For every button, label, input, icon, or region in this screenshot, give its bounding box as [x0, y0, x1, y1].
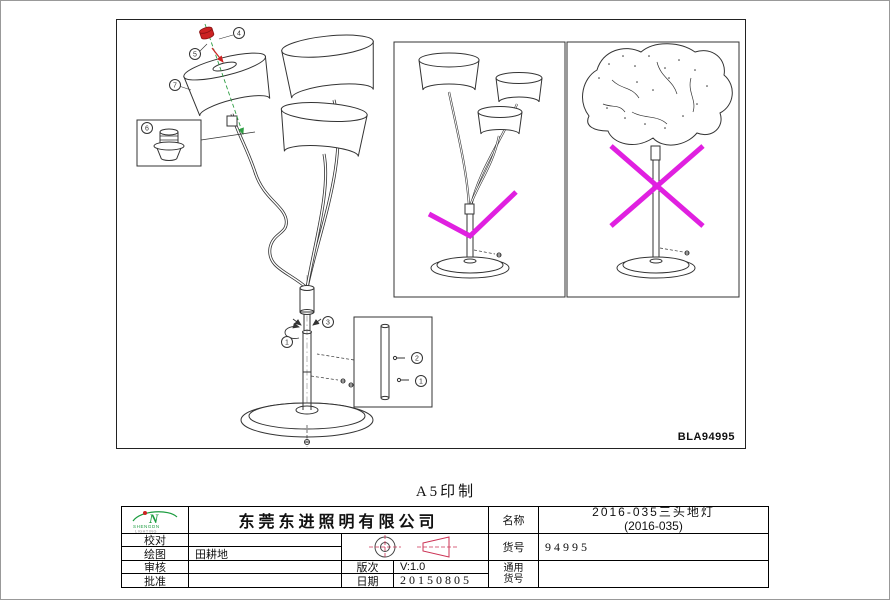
stem-socket — [226, 115, 238, 127]
product-name-value: 2016-035三头地灯 (2016-035) — [539, 507, 768, 534]
version-value: V:1.0 — [394, 561, 489, 574]
field-date-label: 日期 — [342, 574, 394, 587]
company-name: 东莞东进照明有限公司 — [189, 507, 489, 534]
magenta-check-mark — [427, 190, 518, 240]
company-logo: N SHENGDN LIGHTING — [122, 507, 189, 534]
inset-correct-panel — [393, 41, 566, 298]
inset-correct-lamp — [418, 52, 543, 279]
approve-value-empty — [189, 574, 342, 587]
callout-label: 1 — [419, 379, 423, 386]
callout-label: 4 — [237, 31, 241, 38]
field-draft-label: 绘图 — [122, 547, 189, 561]
check-value-empty — [189, 561, 342, 574]
magenta-cross-mark — [609, 144, 705, 228]
pole-coupler — [284, 285, 315, 339]
field-name-label: 名称 — [489, 507, 539, 534]
proof-value-empty — [189, 534, 342, 547]
lamp-pole — [292, 318, 354, 410]
common-sku-value-empty — [539, 561, 768, 587]
main-lamp-drawing: 4 5 7 6 1 3 2 1 — [136, 23, 433, 447]
product-name-line1: 2016-035三头地灯 — [592, 507, 715, 520]
inset-wrong-panel — [566, 41, 740, 298]
red-insert-arrow — [211, 47, 224, 63]
callout-label: 2 — [415, 356, 419, 363]
projection-symbol-icon — [369, 535, 457, 559]
callout-label: 5 — [193, 52, 197, 59]
common-sku-label-line2: 货号 — [503, 574, 524, 585]
logo-name-text: SHENGDN — [133, 524, 160, 529]
logo-icon: N SHENGDN LIGHTING — [132, 510, 178, 533]
lamp-base — [240, 402, 374, 445]
inset-wrong-lamp-lower — [616, 145, 696, 279]
cloth-stipple-dots — [598, 55, 708, 129]
shade-middle — [280, 102, 368, 157]
date-value: 20150805 — [394, 574, 489, 587]
field-check-label: 审核 — [122, 561, 189, 574]
logo-sub-text: LIGHTING — [135, 529, 157, 533]
red-finial-part — [199, 26, 215, 40]
product-name-line2: (2016-035) — [624, 519, 683, 533]
field-sku-label: 货号 — [489, 534, 539, 561]
drawing-frame: 4 5 7 6 1 3 2 1 — [116, 19, 746, 449]
field-version-label: 版次 — [342, 561, 394, 574]
field-proof-label: 校对 — [122, 534, 189, 547]
shade-top — [281, 34, 374, 99]
cloth-cover — [582, 43, 733, 146]
projection-symbol — [342, 534, 489, 561]
logo-letter: N — [148, 511, 159, 526]
field-approve-label: 批准 — [122, 574, 189, 587]
print-format-note: A5印制 — [415, 484, 477, 500]
title-block: N SHENGDN LIGHTING 东莞东进照明有限公司 名称 2016-03… — [121, 506, 769, 588]
sku-value: 94995 — [539, 534, 768, 561]
assembly-diagram: 4 5 7 6 1 3 2 1 — [136, 23, 740, 447]
callout-balloons: 4 5 7 6 1 3 2 1 — [141, 27, 427, 387]
rotate-arrow-icon — [284, 322, 300, 339]
callout-label: 3 — [326, 320, 330, 327]
field-common-sku-label: 通用 货号 — [489, 561, 539, 587]
callout-label: 1 — [285, 340, 289, 347]
common-sku-label-line1: 通用 — [503, 563, 524, 574]
drawing-code: BLA94995 — [677, 431, 735, 443]
draft-value: 田耕地 — [189, 547, 342, 561]
callout-label: 7 — [173, 83, 177, 90]
callout-label: 6 — [145, 126, 149, 133]
